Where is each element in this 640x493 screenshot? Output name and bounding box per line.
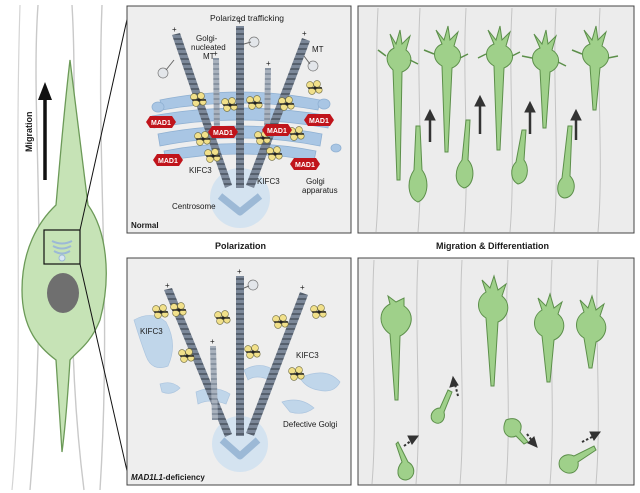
deficient-migration-panel [357,257,635,486]
svg-text:MAD1: MAD1 [213,130,233,137]
plus-end-5: + [266,59,271,68]
neuron-t7 [455,119,474,189]
migration-differentiation-label: Migration & Differentiation [436,241,549,251]
left-cell-golgi-icon [51,240,73,262]
def-kifc3-label-right: KIFC3 [296,351,319,360]
mad1-tag-5: MAD1 [153,154,183,166]
neuron-t6 [408,125,428,203]
mad1-tag-2: MAD1 [208,126,238,138]
plus-end-1: + [172,25,177,34]
svg-text:MAD1: MAD1 [267,128,287,135]
neuron-b3 [534,292,565,383]
plus-end-4: + [213,49,218,58]
neuron-b5 [430,389,453,424]
polarization-label: Polarization [215,241,266,251]
normal-panel-title: Polarized trafficking [210,13,284,23]
kifc3-label-left: KIFC3 [189,166,212,175]
mt-label: MT [312,45,324,54]
radial-glia-fiber-4 [11,4,21,491]
def-mt-center [236,276,244,436]
def-plus-end-3: + [300,283,305,292]
radial-glia-fiber-1 [29,4,40,491]
golgi-mt-label: Golgi- nucleated MT [191,34,228,61]
zoom-line-top [79,5,131,231]
zoom-box [43,229,81,265]
plus-end-2: + [237,17,242,26]
golgi-apparatus-label: Golgi apparatus [302,177,338,195]
neuron-t5 [571,25,619,111]
svg-text:MAD1: MAD1 [309,118,329,125]
neuron-b2 [478,274,509,387]
def-golgi-mt [210,346,218,420]
deficient-microtubules [164,276,308,437]
neuron-t9 [557,125,575,199]
centrosome-label: Centrosome [172,202,216,211]
mt-center [236,26,244,188]
deficient-panel: + + + + KIFC3 KIFC3 Defective Golgi MAD1… [126,257,352,486]
def-plus-end-4: + [210,337,215,346]
neuron-b7 [395,441,415,481]
neuron-b1 [380,294,412,401]
def-plus-end-1: + [165,281,170,290]
radial-glia-fiber-3 [99,4,106,491]
normal-panel: Polarized trafficking + + + + + [126,5,352,234]
deficiency-condition-label: MAD1L1-deficiency [131,473,205,482]
golgi-mt-1 [213,58,220,134]
plus-end-3: + [302,29,307,38]
golgi-mt-2 [264,68,271,134]
normal-condition-label: Normal [131,221,159,230]
dashed-arrows [403,375,601,448]
mad1-tags: MAD1 MAD1 MAD1 MAD1 MAD1 MAD1 [146,114,334,170]
normal-vesicles [157,36,319,79]
bottom-neurons [380,274,607,481]
mad1-tag-4: MAD1 [304,114,334,126]
top-neurons [377,25,619,203]
top-migration-arrows [424,94,582,142]
defective-golgi-label: Defective Golgi [283,420,337,429]
svg-text:MAD1: MAD1 [295,162,315,169]
svg-text:MAD1: MAD1 [151,120,171,127]
kifc3-label-right: KIFC3 [257,177,280,186]
neuron-t8 [511,129,528,185]
neuron-b4 [576,294,607,369]
neuron-t3 [477,25,521,151]
def-kifc3-label-left: KIFC3 [140,327,163,336]
def-mt-right [246,292,308,436]
mad1-tag-6: MAD1 [290,158,320,170]
left-cell-nucleus [47,273,79,313]
mad1-tag-3: MAD1 [262,124,292,136]
mt-right [246,38,310,188]
left-cell-group: Migration [11,4,131,491]
neuron-b8 [558,445,597,474]
zoom-line-bottom [79,263,131,485]
mad1-tag-1: MAD1 [146,116,176,128]
normal-migration-panel [357,5,635,234]
deficient-vesicles [243,279,259,291]
neuron-b6 [503,418,529,445]
bottom-right-fibers [371,259,599,485]
neuron-t2 [423,25,469,153]
neuron-t1 [377,29,419,181]
migration-arrow [38,82,52,180]
migration-label: Migration [24,112,34,153]
svg-text:MAD1: MAD1 [158,158,178,165]
def-plus-end-2: + [237,267,242,276]
neuron-t4 [521,29,567,129]
